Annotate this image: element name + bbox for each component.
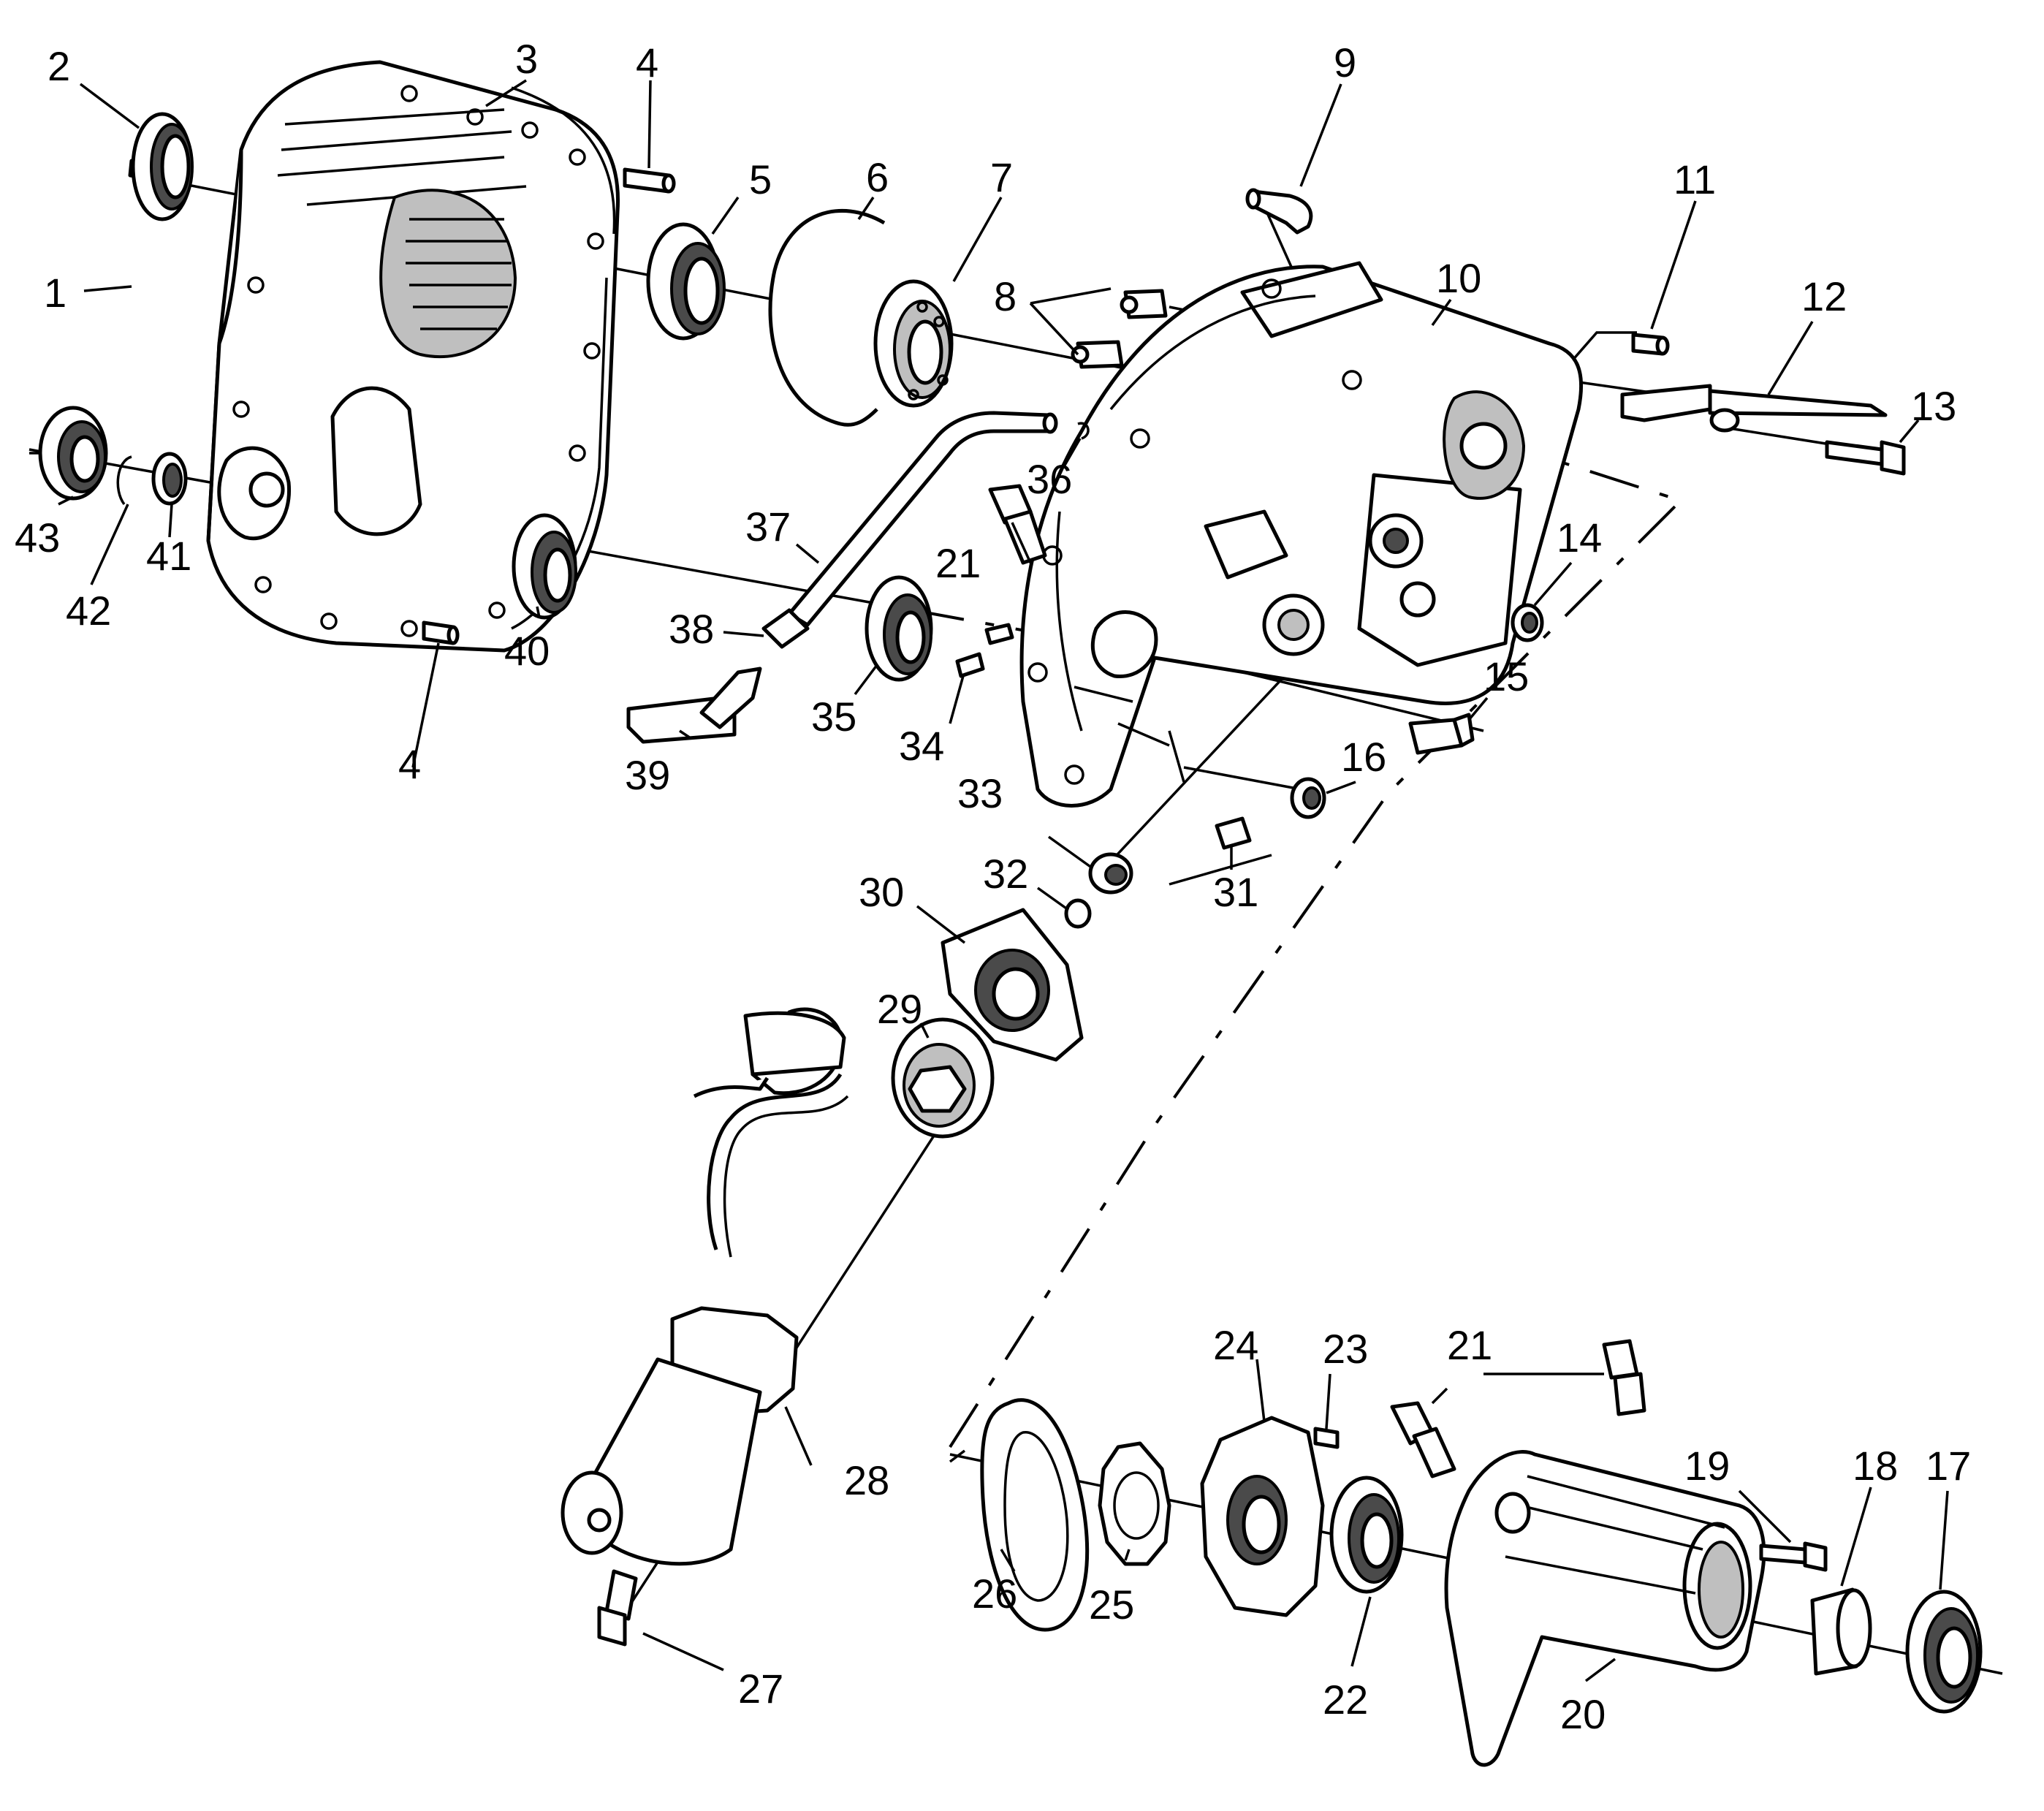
part-4-dowel-bottom <box>422 620 460 645</box>
part-29-position-sensor <box>891 1017 995 1139</box>
callout-37: 37 <box>745 504 791 550</box>
part-23-bolt <box>1313 1427 1340 1449</box>
part-4-dowel-top <box>623 167 676 194</box>
callout-22: 22 <box>1323 1677 1368 1723</box>
part-43-seal <box>38 406 108 501</box>
callout-41: 41 <box>146 533 191 579</box>
part-18-bushing <box>1810 1587 1872 1676</box>
part-25-sprocket <box>1098 1441 1171 1566</box>
callout-labels: 2 3 4 1 5 6 7 8 9 10 11 12 13 14 15 16 3… <box>15 36 1971 1737</box>
callout-24: 24 <box>1213 1322 1258 1368</box>
part-32-o-ring <box>1064 898 1092 929</box>
callout-30: 30 <box>859 869 904 915</box>
part-5-bearing <box>646 222 726 341</box>
callout-21-top: 21 <box>935 540 981 586</box>
front-case-half <box>206 60 620 653</box>
part-36-clip <box>1077 422 1090 440</box>
callout-26: 26 <box>972 1571 1017 1617</box>
part-2-seal <box>131 112 194 221</box>
callout-36: 36 <box>1027 456 1072 502</box>
callout-5: 5 <box>749 156 772 202</box>
part-31-dowel <box>1215 816 1252 850</box>
callout-28: 28 <box>844 1457 889 1503</box>
part-6-snap-ring <box>768 209 886 427</box>
part-21-sensor-bottom <box>1390 1339 1646 1478</box>
part-14-nut <box>1511 603 1544 642</box>
callout-8: 8 <box>994 273 1017 319</box>
part-22-bearing <box>1329 1476 1404 1594</box>
part-30-gasket-cover <box>941 908 1084 1062</box>
part-11-dowel <box>1631 333 1670 356</box>
part-20-extension-housing <box>1444 1450 1766 1767</box>
callout-23: 23 <box>1323 1326 1368 1372</box>
callout-9: 9 <box>1334 39 1356 86</box>
callout-18: 18 <box>1853 1443 1898 1489</box>
callout-33: 33 <box>957 770 1003 816</box>
part-34-key <box>955 623 1014 678</box>
part-19-bolt <box>1759 1541 1828 1572</box>
callout-38: 38 <box>669 606 714 652</box>
callout-leaders <box>29 79 1949 1682</box>
callout-12: 12 <box>1801 273 1847 319</box>
callout-14: 14 <box>1557 515 1602 561</box>
callout-4-top: 4 <box>636 39 658 86</box>
part-28-encoder-motor <box>561 1007 849 1566</box>
callout-16: 16 <box>1341 734 1386 780</box>
callout-10: 10 <box>1436 255 1481 301</box>
callout-17: 17 <box>1926 1443 1971 1489</box>
part-24-retainer <box>1200 1416 1325 1617</box>
part-40-seal <box>512 513 577 620</box>
part-16-nut <box>1290 777 1326 819</box>
part-13-bolt <box>1825 440 1906 476</box>
part-38-hose-end <box>761 608 810 649</box>
callout-27: 27 <box>738 1666 783 1712</box>
callout-11: 11 <box>1673 156 1716 202</box>
callout-13: 13 <box>1911 383 1956 429</box>
part-33-seal <box>1088 852 1133 895</box>
part-26-plate <box>980 1398 1090 1632</box>
part-42-snap-ring <box>116 455 132 506</box>
part-37-vent-hose <box>787 411 1058 627</box>
part-21-sensor-top <box>988 484 1047 565</box>
part-8-plugs <box>1071 289 1168 369</box>
part-15-clip <box>1408 713 1475 755</box>
part-9-vent-tube <box>1245 188 1313 235</box>
callout-34: 34 <box>899 723 944 769</box>
part-35-bearing <box>865 575 933 682</box>
callout-43: 43 <box>15 515 60 561</box>
callout-29: 29 <box>877 986 922 1032</box>
callout-31: 31 <box>1213 869 1258 915</box>
callout-7: 7 <box>990 154 1013 200</box>
rear-case-half <box>1019 261 1584 808</box>
callout-42: 42 <box>66 588 111 634</box>
callout-32: 32 <box>983 851 1028 897</box>
callout-19: 19 <box>1684 1443 1730 1489</box>
part-7-bearing <box>873 279 954 408</box>
part-27-bolt <box>597 1569 638 1647</box>
part-39-connector <box>626 667 762 744</box>
callout-2: 2 <box>48 43 70 89</box>
callout-25: 25 <box>1089 1582 1134 1628</box>
callout-39: 39 <box>625 752 670 798</box>
callout-3: 3 <box>515 36 538 82</box>
part-12-bracket <box>1620 384 1888 433</box>
callout-20: 20 <box>1560 1691 1606 1737</box>
callout-6: 6 <box>866 154 889 200</box>
callout-21-bottom: 21 <box>1447 1322 1492 1368</box>
callout-35: 35 <box>811 694 856 740</box>
callout-15: 15 <box>1483 653 1529 699</box>
callout-4-bottom: 4 <box>398 741 421 787</box>
callout-40: 40 <box>504 628 550 674</box>
callout-1: 1 <box>44 270 67 316</box>
part-41-ring <box>151 452 188 506</box>
part-17-seal <box>1905 1590 1983 1714</box>
